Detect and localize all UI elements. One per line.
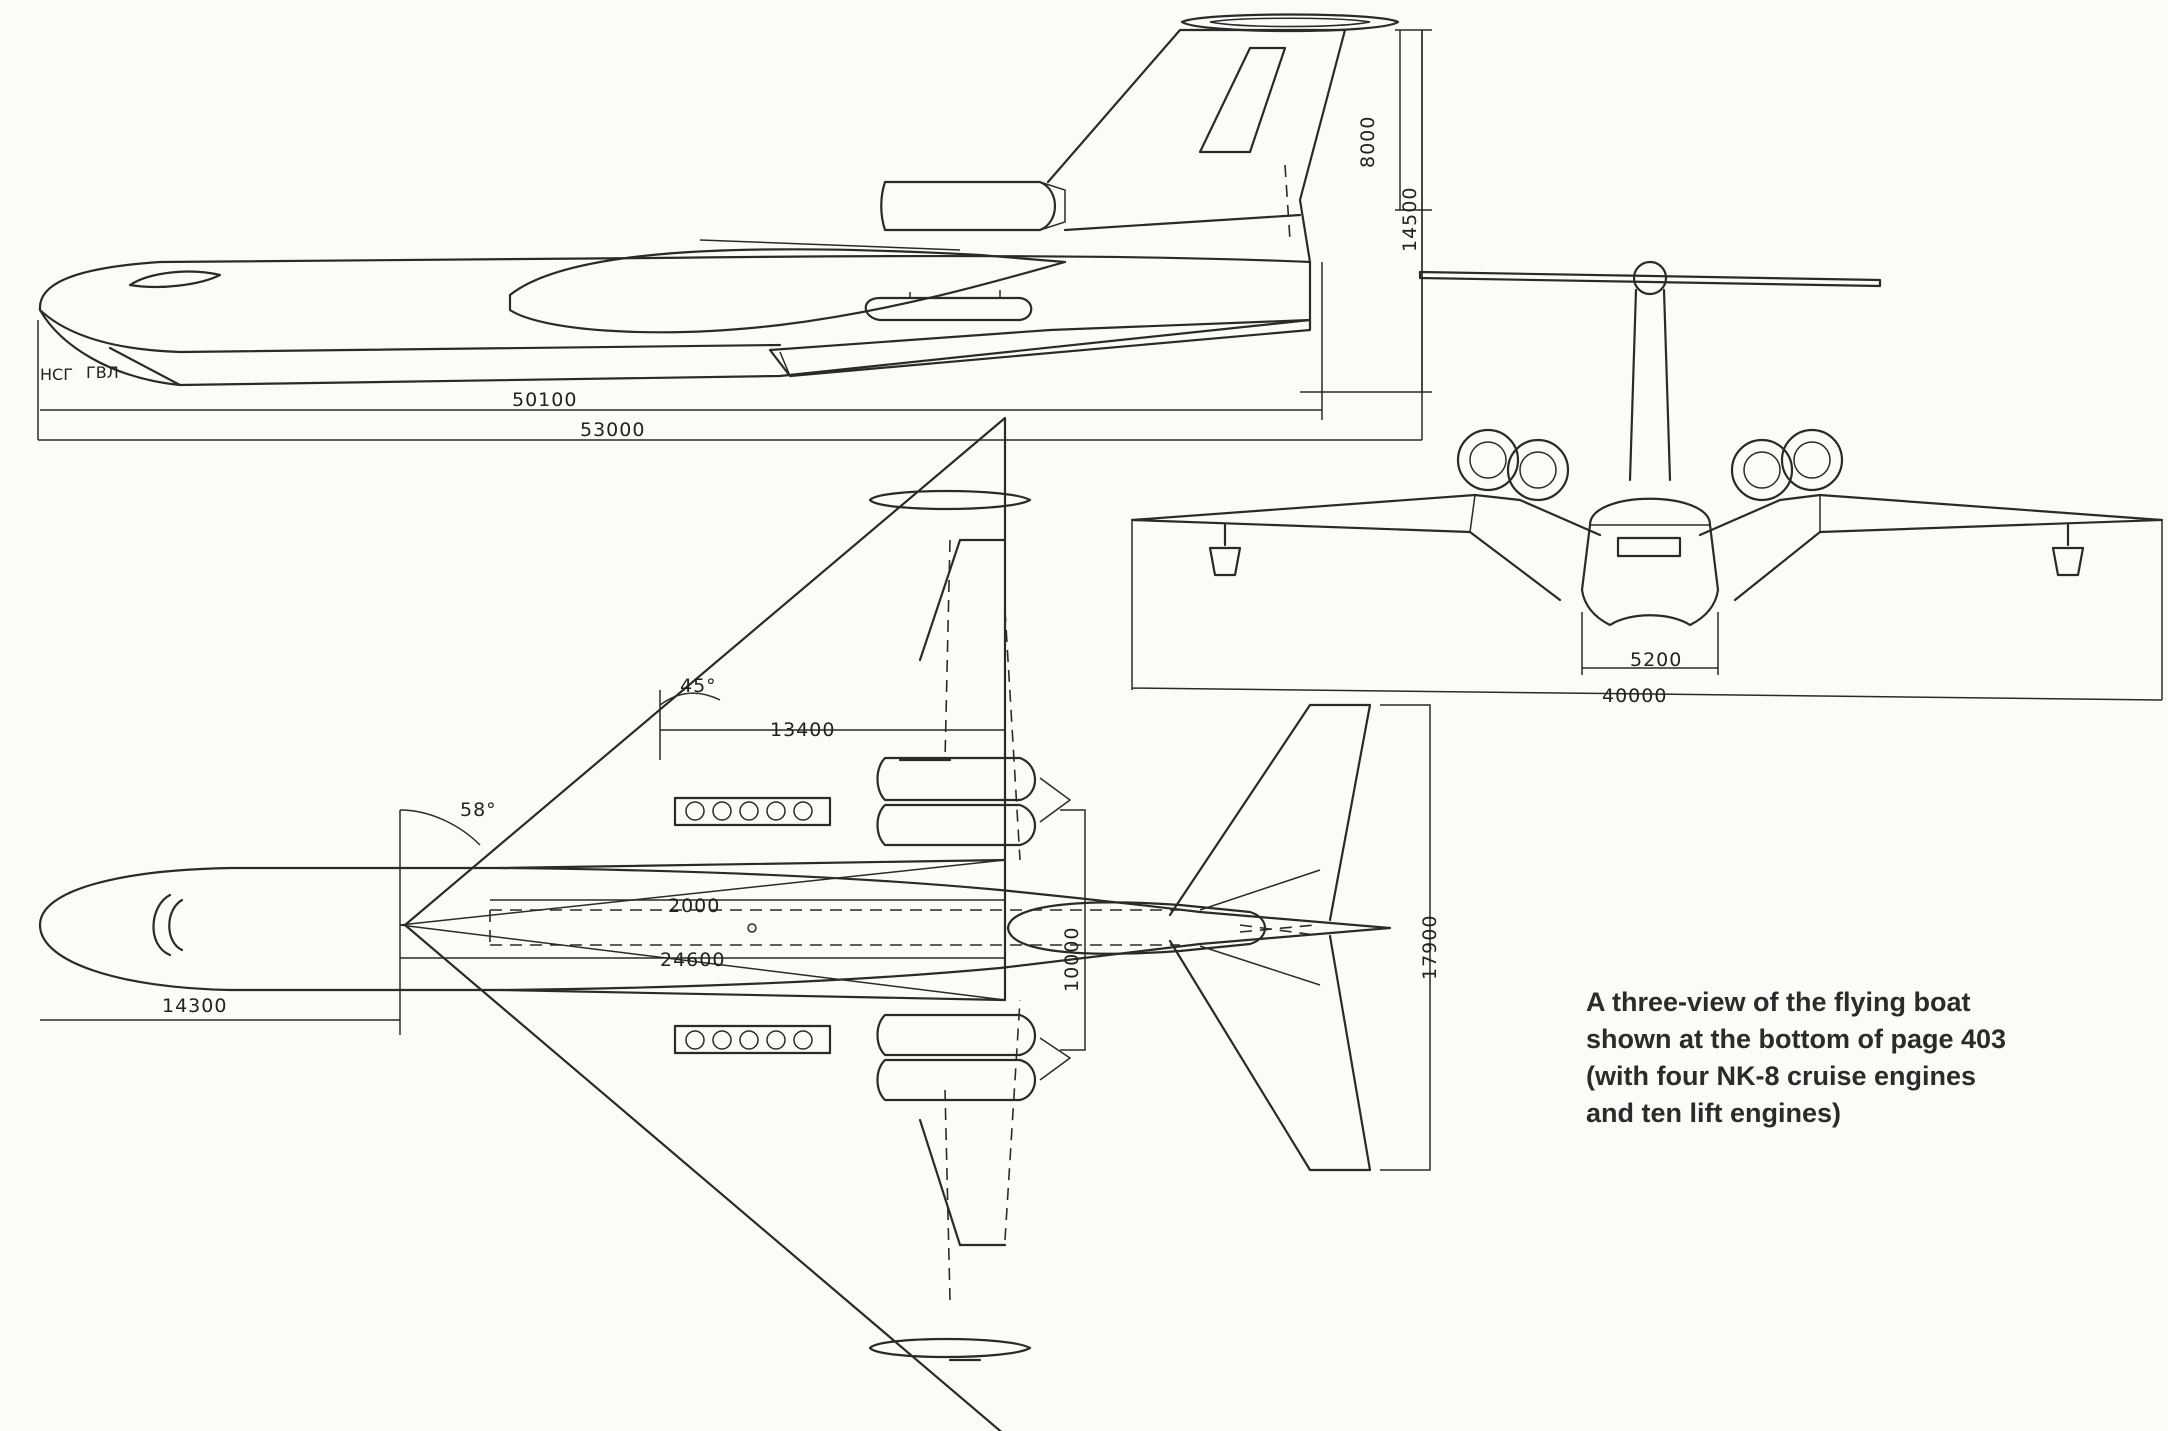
dim-tail-span: 17900 [1419,915,1441,980]
side-hull [38,254,1312,387]
caption-line-2: shown at the bottom of page 403 [1586,1024,2007,1054]
dim-10000: 10000 [1061,927,1083,992]
caption-line-4: and ten lift engines) [1586,1098,1842,1128]
front-hull [1580,497,1720,627]
dim-sweep-58: 58° [460,799,497,821]
front-horizontal-tail [1418,260,1882,296]
plan-tailplane [1168,703,1372,1172]
caption-line-1: A three-view of the flying boat [1586,987,1971,1017]
side-view: НСГ ГВЛ 50100 53000 8000 14500 [37,13,1432,441]
side-wing [768,318,1312,378]
side-dimensions: НСГ ГВЛ 50100 53000 8000 14500 [37,29,1432,441]
dim-24600: 24600 [660,949,725,971]
plan-engines-lower [673,1013,1072,1102]
front-engines-right [1730,428,1844,502]
dim-hull-length: 50100 [512,389,577,411]
side-nacelle [864,290,1033,322]
plan-view: 45° 58° 13400 2000 24600 10000 14300 179… [38,416,1441,1431]
front-dimensions: 5200 40000 [1131,520,2163,707]
side-engine [880,180,1066,232]
dim-overall-length: 53000 [580,419,645,441]
dim-wingspan: 40000 [1602,685,1667,707]
front-wing [1130,493,2164,602]
front-view: 5200 40000 [1130,260,2164,707]
dim-nose: 14300 [162,995,227,1017]
dim-sweep-45: 45° [680,675,717,697]
dim-2000: 2000 [668,895,720,917]
side-fin [1046,13,1400,264]
dim-hull-beam: 5200 [1630,649,1682,671]
waterline-label-left: НСГ [40,365,73,384]
figure-caption: A three-view of the flying boat shown at… [1586,984,2126,1132]
waterline-label-right: ГВЛ [86,363,119,382]
dim-wing-root: 13400 [770,719,835,741]
caption-line-3: (with four NK-8 cruise engines [1586,1061,1977,1091]
side-lift-pod [508,239,1067,334]
dim-overall-height: 14500 [1399,187,1421,252]
plan-engines-upper [673,756,1072,847]
plan-dimensions: 45° 58° 13400 2000 24600 10000 14300 179… [40,675,1441,1171]
plan-wing-lower [403,923,1032,1431]
dim-fin-height: 8000 [1357,116,1379,168]
front-fin [1628,288,1672,482]
front-engines-left [1456,428,1570,502]
front-wing-floats [1208,523,2085,577]
